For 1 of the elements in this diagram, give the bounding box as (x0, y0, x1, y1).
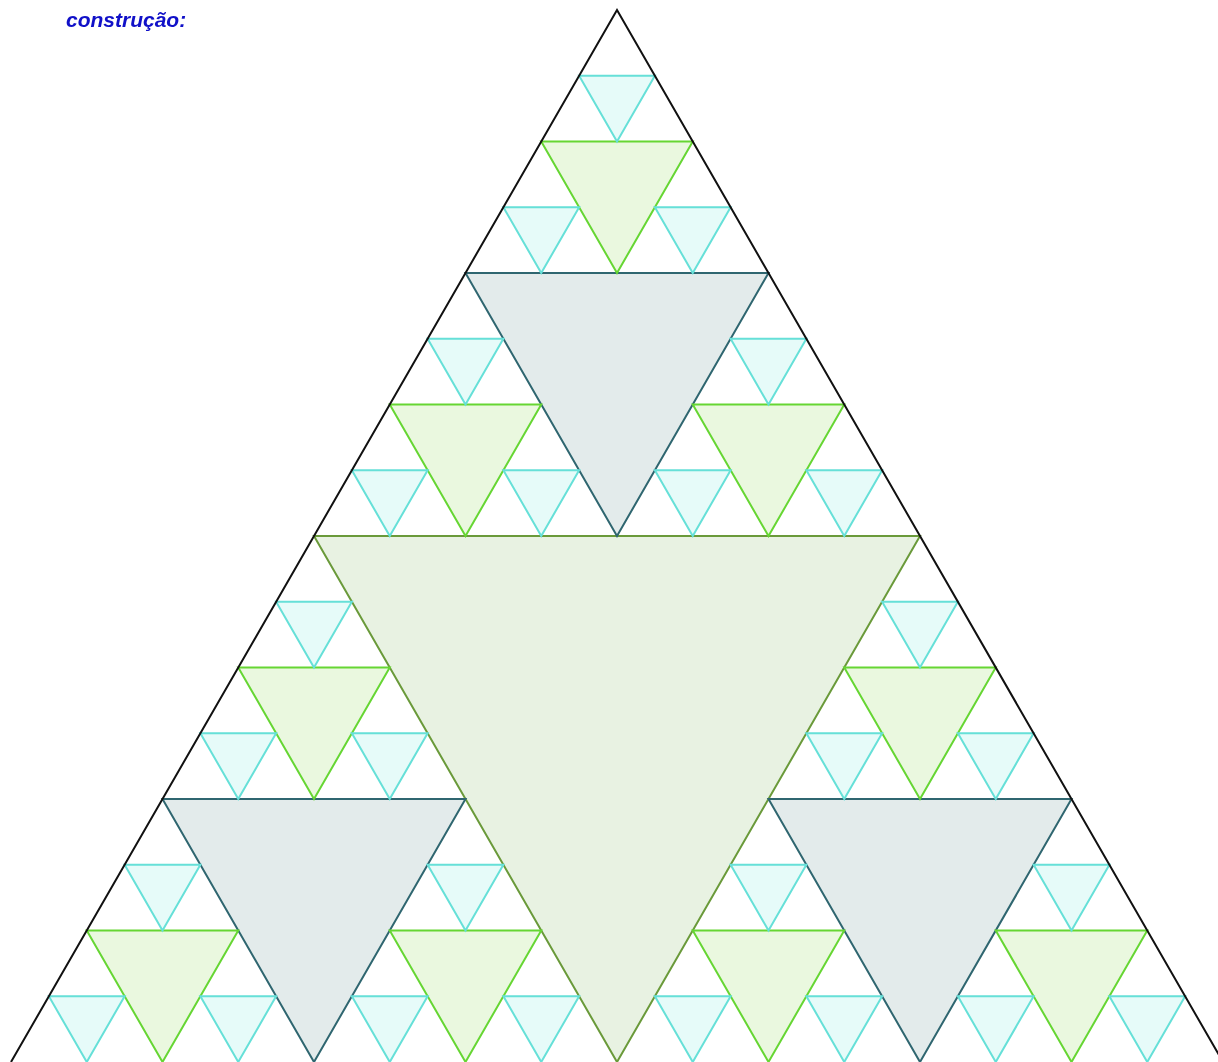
heading-text: construção: (66, 8, 187, 32)
